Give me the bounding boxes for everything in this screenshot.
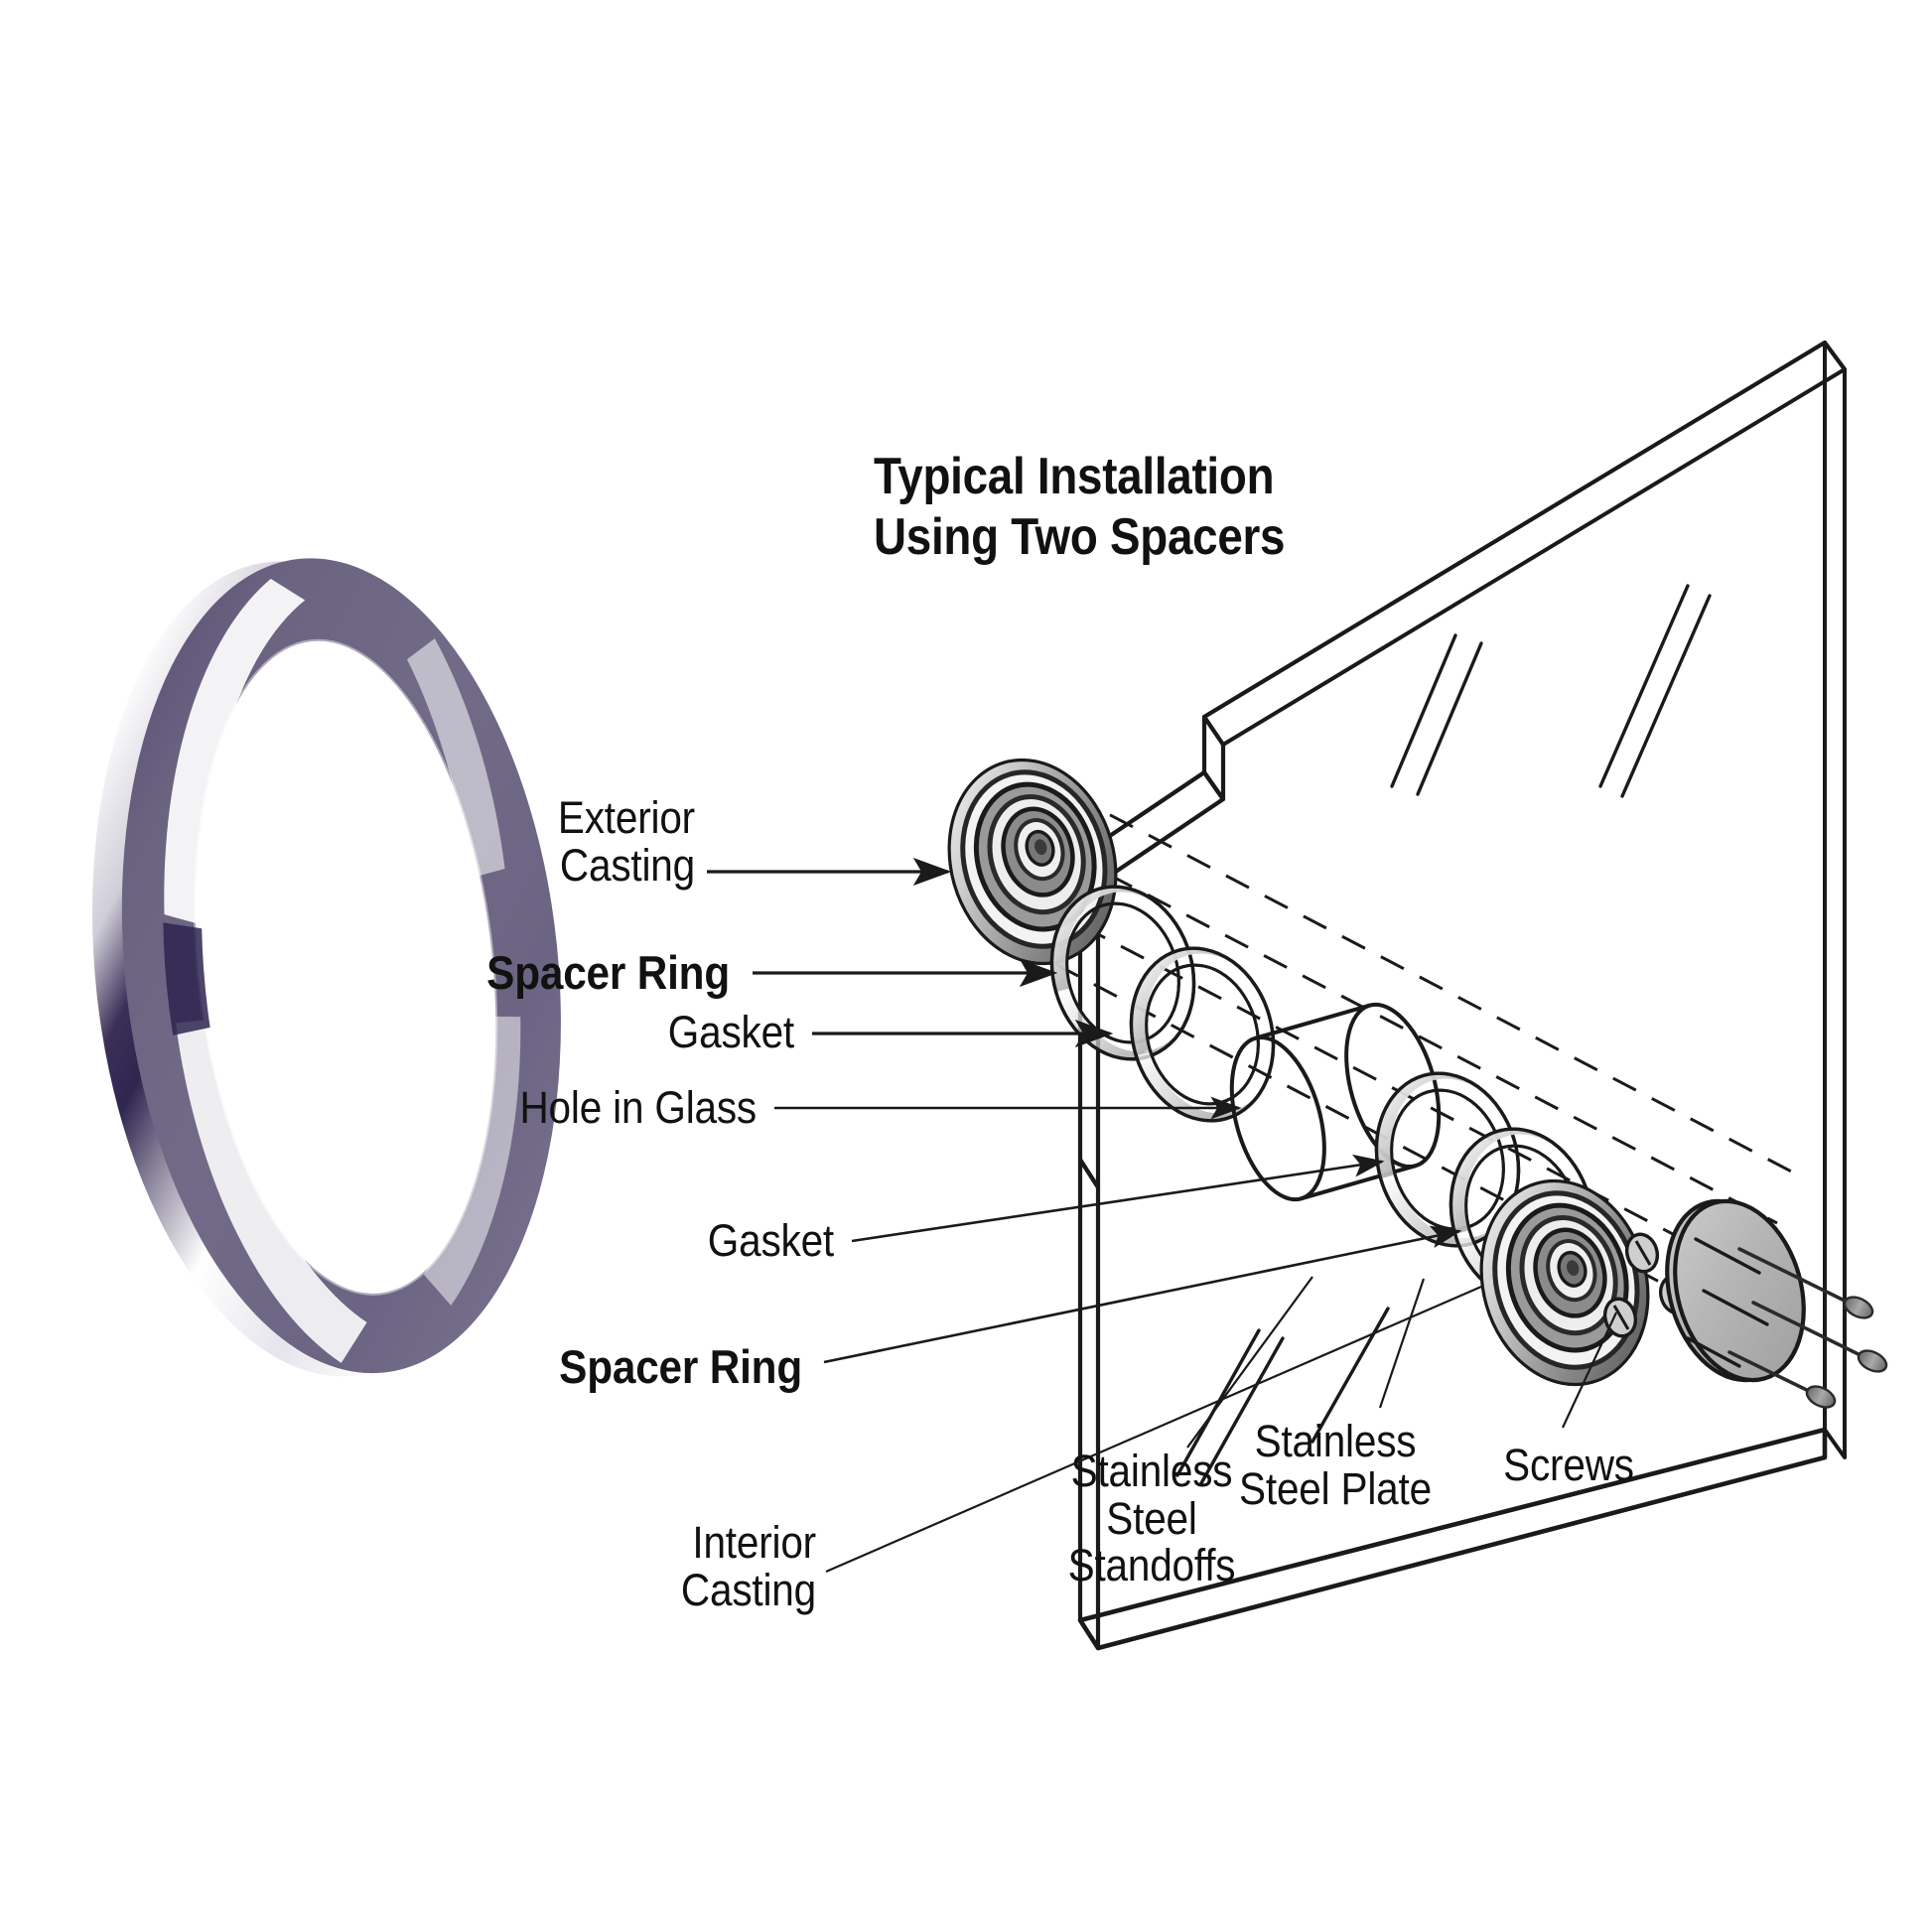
- screws: [1727, 1247, 1888, 1409]
- label-stainless-steel-plate: Stainless Steel Plate: [1239, 1416, 1432, 1514]
- label-spacer-ring-bottom: Spacer Ring: [559, 1340, 802, 1393]
- leader-spacer-ring-bottom: [823, 1225, 1462, 1364]
- leader-plate: [1378, 1278, 1426, 1409]
- spacer-ring-photo: [92, 558, 561, 1377]
- page-title: Typical Installation Using Two Spacers: [874, 447, 1286, 569]
- interior-casting: [1458, 1161, 1672, 1404]
- label-hole-in-glass: Hole in Glass: [519, 1082, 757, 1133]
- label-gasket-top: Gasket: [667, 1007, 794, 1057]
- title-line-1: Typical Installation: [874, 448, 1275, 505]
- alignment-axis: [977, 772, 1800, 1336]
- exterior-casting: [926, 740, 1140, 983]
- leader-gasket-bottom: [851, 1154, 1385, 1243]
- title-line-2: Using Two Spacers: [874, 508, 1286, 567]
- stainless-steel-plate: [1665, 1198, 1806, 1383]
- leader-screws: [1562, 1311, 1617, 1429]
- label-screws: Screws: [1503, 1440, 1634, 1490]
- leader-standoffs: [1186, 1276, 1313, 1449]
- label-spacer-ring-top: Spacer Ring: [486, 946, 730, 999]
- leader-lines: [707, 857, 1617, 1574]
- label-gasket-bottom: Gasket: [707, 1215, 834, 1266]
- label-exterior-casting: Exterior Casting: [557, 792, 695, 891]
- label-interior-casting: Interior Casting: [680, 1517, 816, 1615]
- hole-in-glass: [1229, 1002, 1442, 1202]
- leader-interior-casting: [825, 1285, 1482, 1574]
- glass-panel: [1077, 341, 1847, 1651]
- label-stainless-steel-standoffs: Stainless Steel Standoffs: [1067, 1446, 1236, 1591]
